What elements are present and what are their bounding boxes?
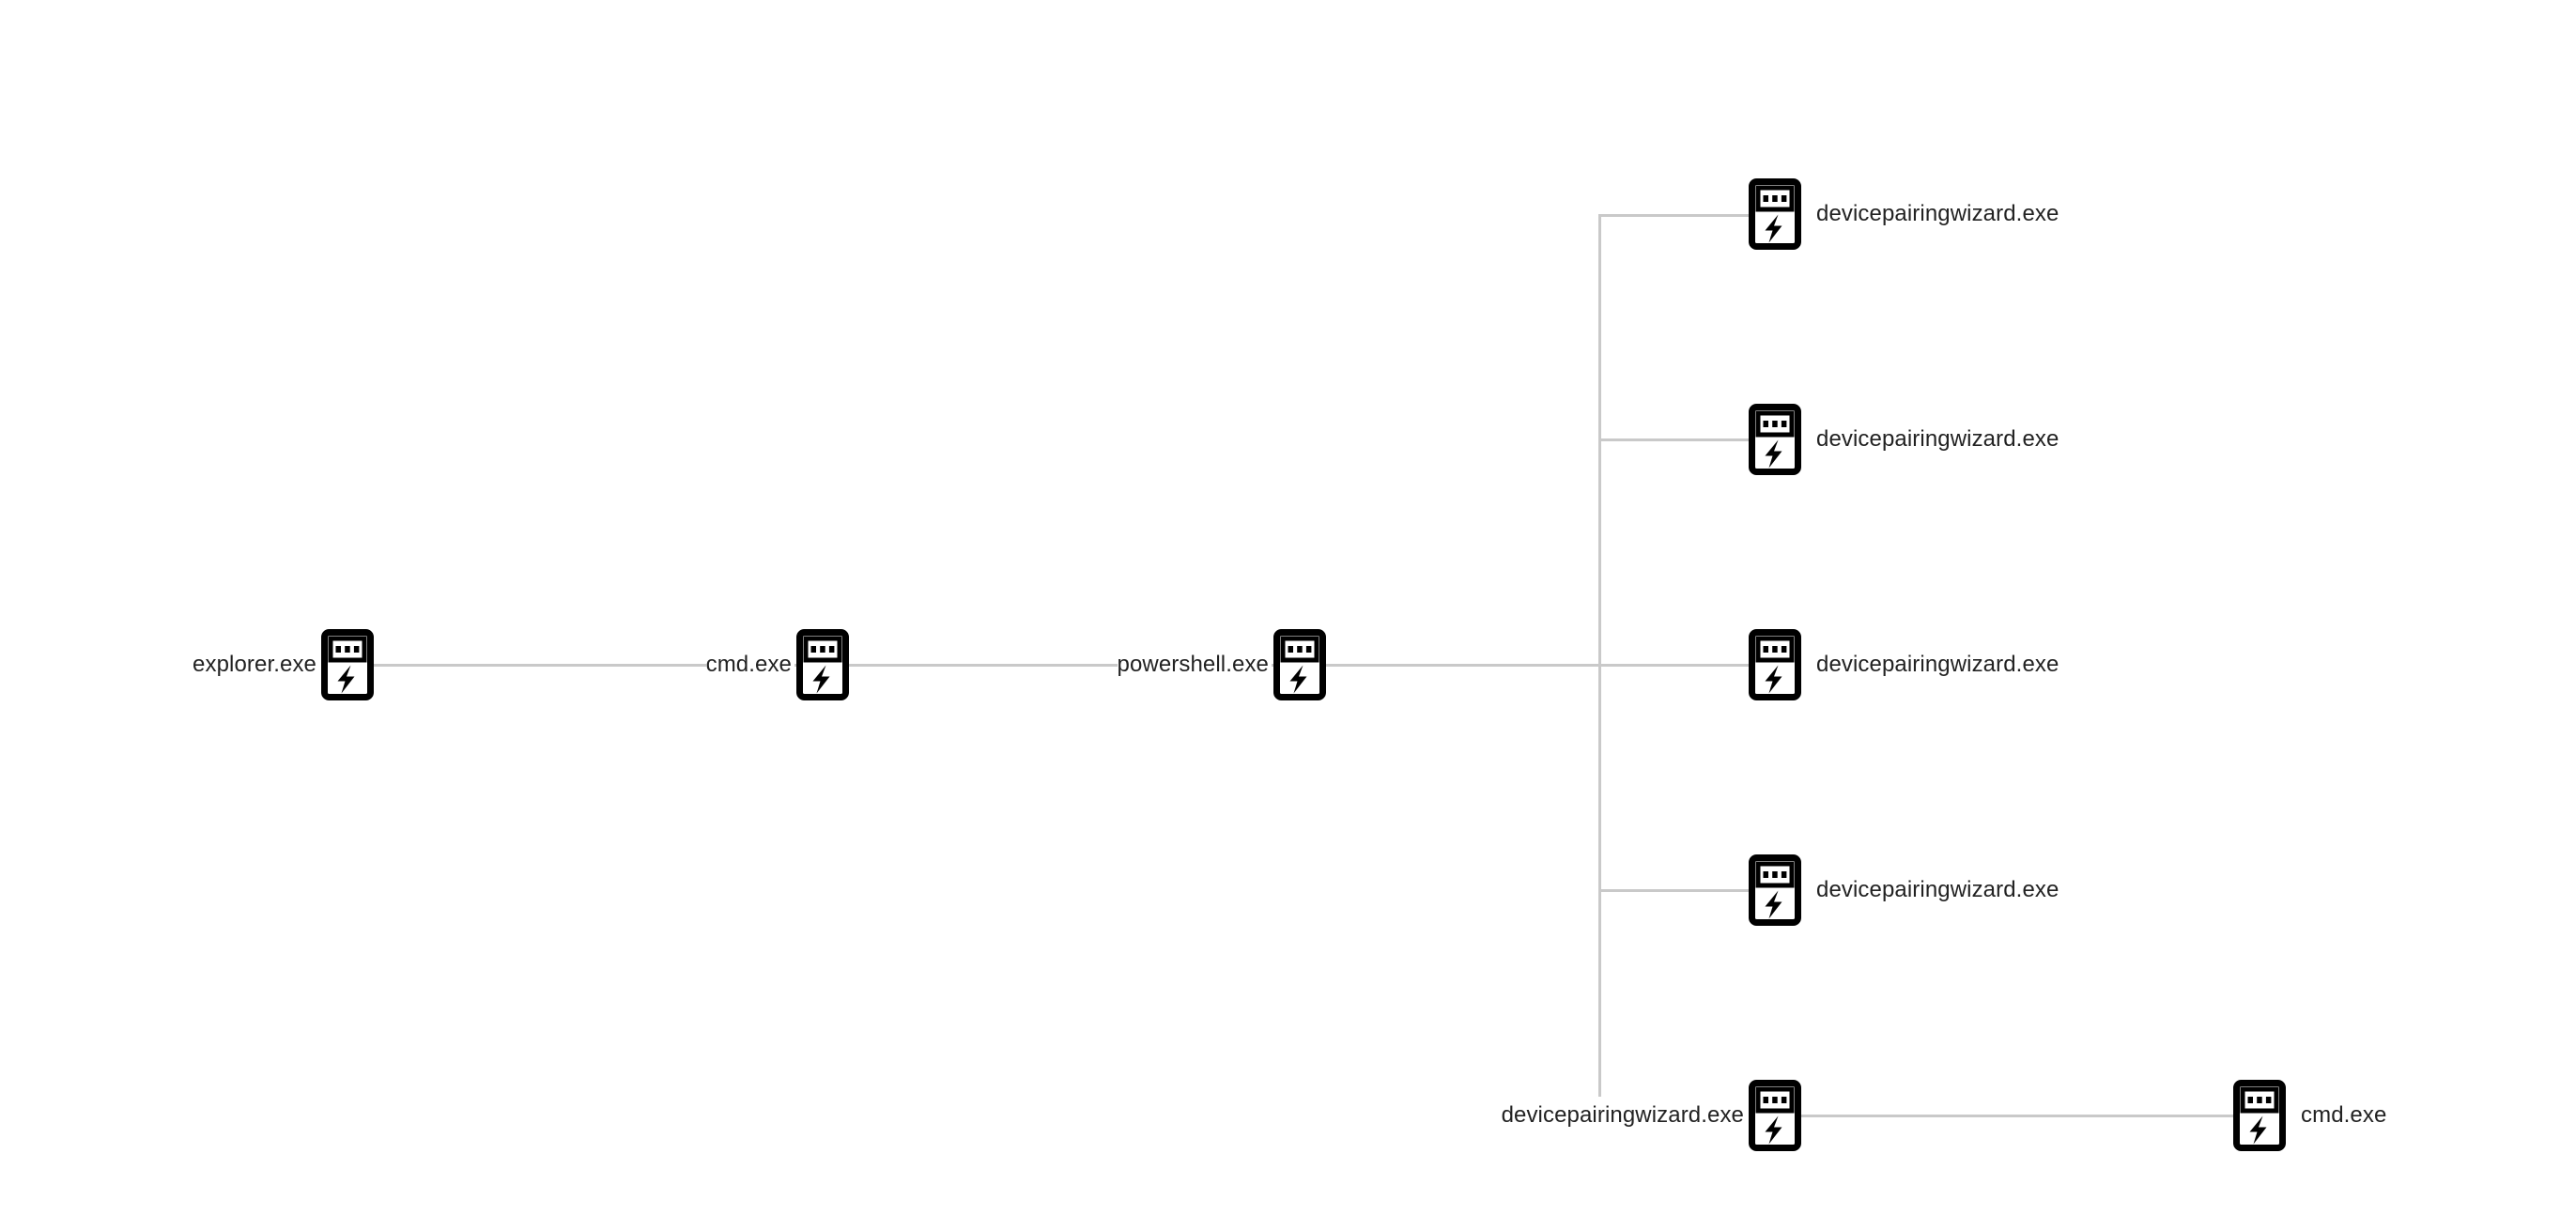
connector-cmd-to-powershell [849, 664, 1273, 667]
process-node-dpw4[interactable]: devicepairingwizard.exe [1749, 854, 2059, 926]
process-executable-lightning-icon[interactable] [1749, 404, 1801, 475]
connector-powershell-to-trunk [1326, 664, 1749, 667]
process-node-label: explorer.exe [193, 654, 319, 676]
process-node-label: devicepairingwizard.exe [1814, 877, 2059, 902]
process-executable-lightning-icon[interactable] [1749, 629, 1801, 700]
process-executable-lightning-icon[interactable] [321, 629, 374, 700]
process-node-powershell[interactable]: powershell.exe [1117, 629, 1326, 700]
process-executable-lightning-icon[interactable] [1749, 1080, 1801, 1151]
process-node-label: devicepairingwizard.exe [1501, 1104, 1747, 1127]
connector-trunk-vertical [1598, 214, 1601, 1097]
process-executable-lightning-icon[interactable] [1273, 629, 1326, 700]
process-node-label: devicepairingwizard.exe [1814, 652, 2059, 677]
process-node-dpw3[interactable]: devicepairingwizard.exe [1749, 629, 2059, 700]
process-node-explorer[interactable]: explorer.exe [193, 629, 374, 700]
process-node-label: devicepairingwizard.exe [1814, 426, 2059, 452]
process-node-dpw1[interactable]: devicepairingwizard.exe [1749, 178, 2059, 250]
process-node-cmd_root[interactable]: cmd.exe [705, 629, 849, 700]
process-node-label: cmd.exe [2299, 1102, 2387, 1128]
process-executable-lightning-icon[interactable] [2233, 1080, 2286, 1151]
process-node-dpw5[interactable]: devicepairingwizard.exe [1501, 1080, 1801, 1151]
process-node-cmd_leaf[interactable]: cmd.exe [2233, 1080, 2387, 1151]
connector-trunk-to-dpw4 [1598, 889, 1749, 892]
process-executable-lightning-icon[interactable] [1749, 854, 1801, 926]
connector-explorer-to-cmd [374, 664, 796, 667]
process-node-label: cmd.exe [705, 654, 794, 676]
process-node-label: devicepairingwizard.exe [1814, 201, 2059, 226]
connector-dpw5-to-cmd-leaf [1801, 1115, 2233, 1117]
process-node-label: powershell.exe [1117, 654, 1272, 676]
connector-trunk-to-dpw2 [1598, 438, 1749, 441]
process-node-dpw2[interactable]: devicepairingwizard.exe [1749, 404, 2059, 475]
process-executable-lightning-icon[interactable] [1749, 178, 1801, 250]
connector-trunk-to-dpw1 [1598, 214, 1749, 217]
process-executable-lightning-icon[interactable] [796, 629, 849, 700]
